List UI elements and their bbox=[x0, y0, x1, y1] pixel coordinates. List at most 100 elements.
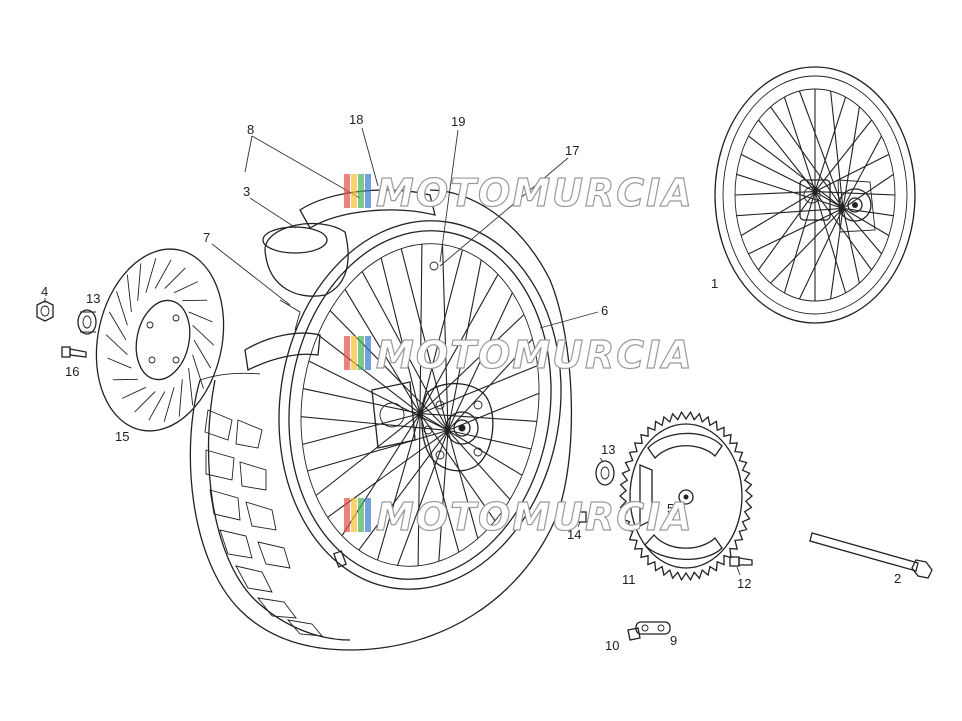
spoke bbox=[447, 259, 482, 431]
spoke bbox=[770, 106, 844, 209]
disc-vent bbox=[121, 386, 147, 399]
spoke bbox=[748, 135, 844, 209]
callout-1: 1 bbox=[711, 276, 718, 291]
disc-vent bbox=[107, 357, 132, 369]
callout-14: 14 bbox=[567, 527, 581, 542]
disc-vent bbox=[164, 267, 186, 289]
disc-vent bbox=[178, 379, 183, 417]
disc-vent bbox=[173, 281, 199, 294]
spoke bbox=[814, 153, 890, 193]
disc-vent bbox=[126, 274, 132, 312]
watermark-stripe bbox=[351, 498, 357, 532]
watermark-stripe bbox=[365, 498, 371, 532]
callout-18: 18 bbox=[349, 112, 363, 127]
spoke bbox=[770, 208, 844, 284]
spoke bbox=[302, 413, 421, 445]
callout-19: 19 bbox=[451, 114, 465, 129]
spoke bbox=[814, 191, 896, 196]
watermark-text: MOTOMURCIA bbox=[376, 495, 694, 539]
watermark-stripe bbox=[351, 336, 357, 370]
spoke bbox=[417, 413, 421, 566]
watermark-stripe bbox=[344, 174, 350, 208]
watermark-top: MOTOMURCIA bbox=[344, 170, 694, 216]
spoke bbox=[308, 360, 449, 431]
watermark-stripe bbox=[351, 174, 357, 208]
callout-10: 10 bbox=[605, 638, 619, 653]
spoke bbox=[842, 135, 882, 209]
spoke bbox=[798, 208, 844, 300]
spoke bbox=[842, 207, 894, 217]
spoke bbox=[830, 90, 844, 209]
callout-5: 5 bbox=[667, 501, 674, 516]
spoke bbox=[396, 430, 449, 566]
nut-part-4 bbox=[36, 300, 54, 322]
callout-3: 3 bbox=[243, 184, 250, 199]
tube-and-rim-band bbox=[244, 189, 436, 371]
spoke bbox=[447, 430, 479, 539]
callout-15: 15 bbox=[115, 429, 129, 444]
disc-vent bbox=[154, 259, 172, 289]
callout-13-right: 13 bbox=[601, 442, 615, 457]
watermark-text: MOTOMURCIA bbox=[376, 333, 694, 377]
axle-part-2 bbox=[809, 532, 933, 579]
disc-vent bbox=[193, 339, 212, 369]
callout-labels: 1 2 3 4 5 6 7 8 9 10 11 12 13 13 14 15 1… bbox=[41, 112, 901, 653]
spoke bbox=[814, 191, 873, 271]
bolt-part-12 bbox=[729, 556, 753, 567]
chain-link-part-9 bbox=[635, 621, 671, 635]
brake-disc bbox=[95, 248, 225, 432]
watermark-stripe bbox=[365, 174, 371, 208]
spoke bbox=[419, 413, 523, 476]
spacer-part-14 bbox=[577, 511, 587, 523]
spoke bbox=[441, 244, 449, 431]
spoke bbox=[376, 413, 421, 561]
watermark-stripe bbox=[358, 498, 364, 532]
spoke bbox=[380, 257, 421, 414]
spoke bbox=[358, 430, 449, 551]
spoke bbox=[447, 392, 540, 431]
spoke bbox=[740, 153, 816, 193]
disc-vent bbox=[137, 263, 142, 301]
clip-part-10 bbox=[627, 627, 641, 641]
disc-vent bbox=[192, 324, 215, 346]
spoke bbox=[307, 429, 449, 472]
spoke bbox=[757, 191, 816, 271]
watermark-stripe bbox=[358, 336, 364, 370]
spoke bbox=[419, 413, 496, 522]
spoke bbox=[419, 249, 464, 414]
watermark-bottom: MOTOMURCIA bbox=[344, 494, 694, 540]
leader-lines bbox=[44, 127, 741, 576]
right-small-parts bbox=[577, 460, 933, 641]
disc-vent bbox=[188, 368, 194, 406]
callout-9: 9 bbox=[670, 633, 677, 648]
spoke bbox=[798, 90, 844, 209]
callout-4: 4 bbox=[41, 284, 48, 299]
callout-16: 16 bbox=[65, 364, 79, 379]
rear-wheel-spokes bbox=[734, 89, 896, 301]
watermark-stripe bbox=[344, 336, 350, 370]
callout-7: 7 bbox=[203, 230, 210, 245]
callout-12: 12 bbox=[737, 576, 751, 591]
spoke bbox=[447, 429, 532, 450]
callout-17: 17 bbox=[565, 143, 579, 158]
spoke bbox=[757, 119, 816, 192]
spoke bbox=[419, 244, 423, 414]
sprocket bbox=[619, 410, 753, 582]
spoke bbox=[300, 416, 449, 431]
spoke bbox=[302, 388, 421, 415]
watermark-stripe bbox=[358, 174, 364, 208]
spoke bbox=[814, 96, 847, 192]
watermark-text: MOTOMURCIA bbox=[376, 171, 694, 215]
disc-vent bbox=[182, 299, 208, 302]
callout-11: 11 bbox=[622, 572, 636, 587]
spoke bbox=[814, 191, 890, 237]
spoke bbox=[734, 191, 816, 196]
tyre bbox=[189, 189, 573, 651]
watermark-middle: MOTOMURCIA bbox=[344, 332, 694, 378]
disc-vent bbox=[108, 311, 127, 341]
spoke bbox=[344, 289, 421, 414]
watermark-stripe bbox=[344, 498, 350, 532]
disc-vent bbox=[145, 258, 157, 293]
spoke bbox=[740, 191, 816, 237]
